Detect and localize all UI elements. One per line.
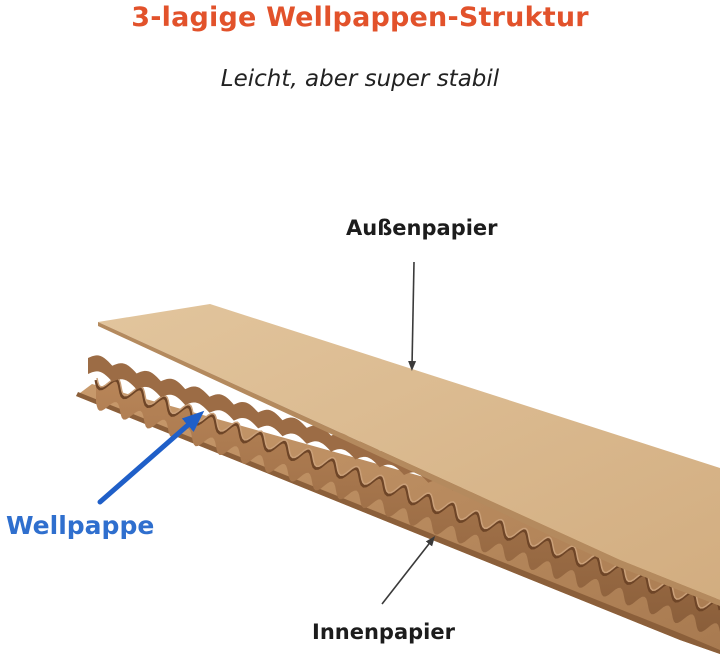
flute-layer	[96, 380, 720, 632]
inner-liner-edge	[76, 392, 720, 654]
inner-paper-arrow	[381, 536, 436, 605]
fluting-label: Wellpappe	[6, 511, 155, 540]
outer-paper-label: Außenpapier	[346, 216, 498, 240]
outer-liner-edge	[98, 322, 720, 606]
fluting-arrow	[97, 410, 205, 505]
inner-paper-label: Innenpapier	[312, 620, 455, 644]
outer-liner-sheet	[98, 304, 720, 600]
outer-paper-arrow	[408, 261, 417, 371]
page-subtitle: Leicht, aber super stabil	[220, 66, 500, 92]
page-title: 3-lagige Wellpappen-Struktur	[131, 2, 589, 33]
